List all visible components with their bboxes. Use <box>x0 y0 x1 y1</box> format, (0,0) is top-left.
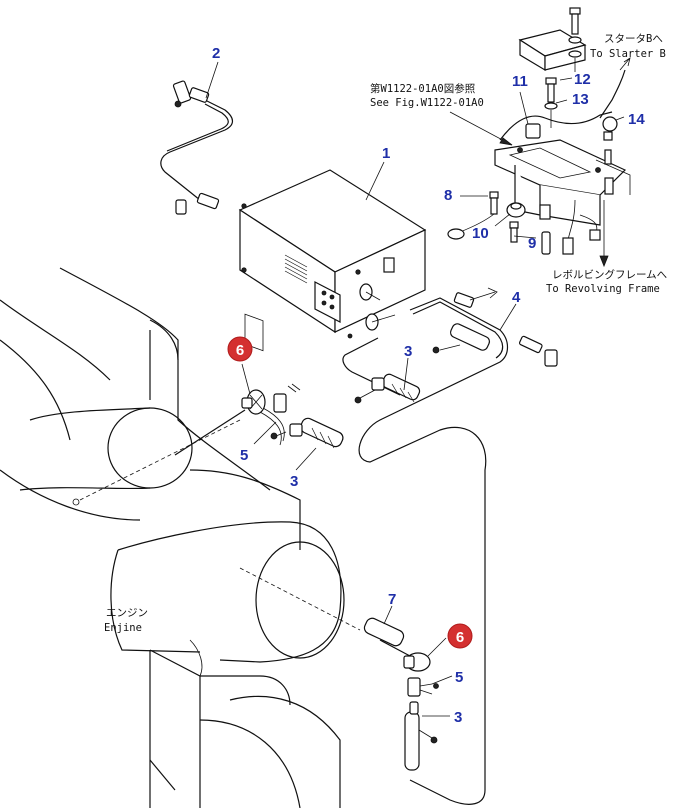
starter-en: To Slarter B <box>590 48 666 60</box>
svg-text:6: 6 <box>456 629 464 646</box>
callout-3-upper: 3 <box>404 343 412 360</box>
callout-9: 9 <box>528 235 536 252</box>
callout-14: 14 <box>628 111 645 128</box>
callout-11: 11 <box>512 73 528 90</box>
harness-wires <box>160 99 509 805</box>
svg-text:6: 6 <box>236 342 244 359</box>
callout-1: 1 <box>382 145 390 162</box>
callout-3-middle: 3 <box>290 473 298 490</box>
see-fig-jp: 第W1122-01A0図参照 <box>370 82 476 95</box>
callout-12: 12 <box>574 71 591 88</box>
callout-4: 4 <box>512 289 521 306</box>
callout-6-upper: 6 <box>227 336 253 362</box>
bracket-assembly <box>447 7 631 268</box>
notes: 第W1122-01A0図参照 See Fig.W1122-01A0 スタータBへ… <box>104 33 667 634</box>
callout-13: 13 <box>572 91 589 108</box>
callout-5-lower: 5 <box>455 669 463 686</box>
callout-8: 8 <box>444 187 452 204</box>
engine-en: Enjine <box>104 622 142 634</box>
callout-10: 10 <box>472 225 489 242</box>
callout-2: 2 <box>212 45 220 62</box>
callouts: 2 1 4 3 5 3 7 5 3 8 9 10 11 12 13 14 6 6 <box>212 45 645 726</box>
controller-box <box>238 169 427 352</box>
callout-7: 7 <box>388 591 396 608</box>
engine-outline <box>0 267 361 808</box>
components <box>172 80 558 771</box>
frame-en: To Revolving Frame <box>546 283 660 295</box>
engine-jp: エンジン <box>106 607 148 619</box>
callout-5-upper: 5 <box>240 447 248 464</box>
callout-leaders <box>205 61 517 717</box>
starter-jp: スタータBへ <box>604 33 663 45</box>
see-fig-en: See Fig.W1122-01A0 <box>370 97 484 109</box>
callout-3-lower: 3 <box>454 709 462 726</box>
callout-6-lower: 6 <box>447 623 473 649</box>
frame-jp: レボルビングフレームへ <box>552 268 667 281</box>
